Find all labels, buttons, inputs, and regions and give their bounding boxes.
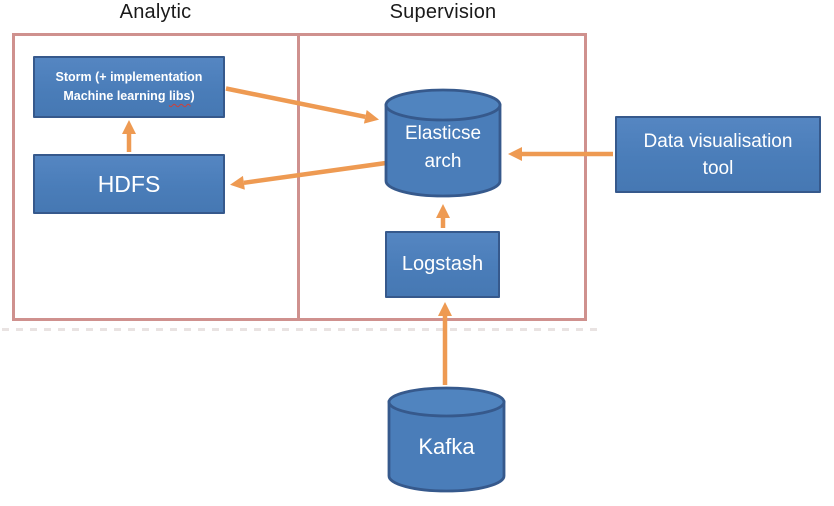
region-title-analytic: Analytic	[119, 1, 192, 23]
storm-label-misspelled-word: libs	[168, 89, 191, 103]
region-title-supervision: Supervision	[389, 1, 497, 23]
dataviz-label-line2: tool	[702, 157, 734, 179]
node-logstash: Logstash	[385, 231, 500, 298]
kafka-cylinder-shape	[387, 386, 506, 493]
storm-label-line2-prefix: Machine learning	[63, 89, 169, 103]
logstash-label: Logstash	[401, 253, 484, 275]
hdfs-label: HDFS	[97, 170, 161, 197]
elasticsearch-cylinder-shape	[384, 88, 502, 198]
elasticsearch-label-line2: arch	[424, 151, 462, 172]
elasticsearch-label: Elasticse arch	[384, 120, 502, 176]
region-divider	[297, 33, 300, 321]
node-storm: Storm (+ implementation Machine learning…	[33, 56, 225, 118]
elasticsearch-label-line1: Elasticse	[404, 123, 482, 144]
node-data-visualisation-tool: Data visualisation tool	[615, 116, 821, 193]
dotted-guide-line	[2, 328, 598, 331]
node-kafka: Kafka	[387, 386, 506, 494]
node-elasticsearch: Elasticse arch	[384, 88, 502, 199]
storm-label-line2-suffix: )	[190, 89, 195, 103]
storm-label-line2: Machine learning libs)	[63, 87, 194, 106]
node-hdfs: HDFS	[33, 154, 225, 214]
dataviz-label-line1: Data visualisation	[643, 130, 793, 152]
kafka-label: Kafka	[418, 434, 475, 459]
storm-label-line1: Storm (+ implementation	[55, 70, 203, 84]
